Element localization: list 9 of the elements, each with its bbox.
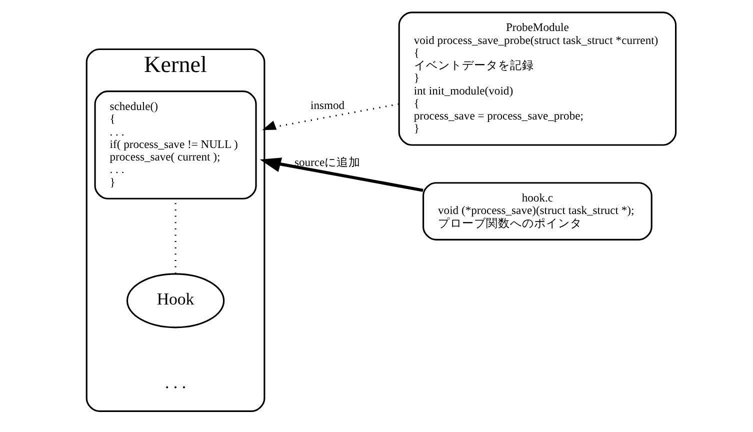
arrow (262, 103, 398, 130)
label: . . . (164, 372, 186, 392)
node-box: ProbeModule void process_save_probe(struct task_struct *current) { イベントデータを記録 } int init_module(void) { process_save = process_save_probe; } (398, 12, 676, 146)
arrow (259, 158, 423, 192)
node-box: hook.c void (*process_save)(struct task_struct *); プローブ関数へのポインタ (422, 182, 652, 240)
node-ellipse: Hook (126, 273, 224, 328)
edge-label: insmod (310, 99, 344, 112)
node-box: schedule() { . . . if( process_save != NULL ) process_save( current ); . . . } (94, 90, 256, 200)
edge-label: sourceに追加 (294, 156, 360, 169)
